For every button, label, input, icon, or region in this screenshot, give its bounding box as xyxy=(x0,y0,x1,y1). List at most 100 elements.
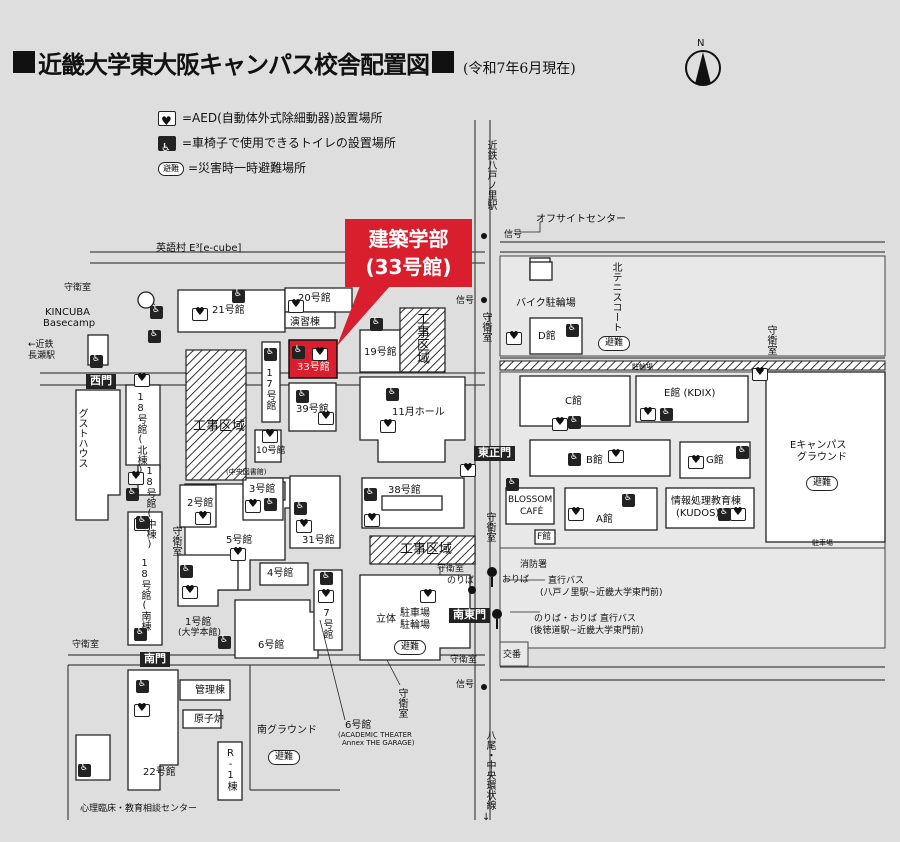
legend-wheelchair-text: =車椅子で使用できるトイレの設置場所 xyxy=(182,136,396,150)
label-cbuild: C館 xyxy=(565,396,582,407)
label-shinri: 心理臨床・教育相談センター xyxy=(80,804,198,814)
label-b6ann: 6号館 xyxy=(345,720,372,731)
label-enshu: 演習棟 xyxy=(290,317,320,328)
aed-icon xyxy=(552,415,568,431)
aed-icon xyxy=(688,453,704,469)
label-b20: 20号館 xyxy=(298,293,331,304)
evac-badge-parking: 避難 xyxy=(394,640,427,655)
aed-icon xyxy=(296,517,312,533)
wheelchair-toilet-icon xyxy=(566,323,579,337)
label-noriba1: のりば xyxy=(447,576,475,586)
wheelchair-toilet-icon xyxy=(218,635,231,649)
label-b19: 19号館 xyxy=(364,347,397,358)
wheelchair-toilet-icon xyxy=(294,501,307,515)
label-tairiku2: 駐車場 xyxy=(400,608,430,619)
wheelchair-toilet-icon xyxy=(180,564,193,578)
south-gate: 南門 xyxy=(140,652,170,667)
label-blossom1: BLOSSOM xyxy=(508,495,553,505)
aed-icon xyxy=(262,427,278,443)
map-title: 近畿大学東大阪キャンパス校舎配置図 xyxy=(38,50,430,79)
aed-icon xyxy=(460,461,476,477)
title-square-left xyxy=(13,51,35,73)
wheelchair-toilet-icon xyxy=(134,627,147,641)
label-kincuba1: KINCUBA xyxy=(45,307,90,318)
label-genshiro: 原子炉 xyxy=(194,714,224,725)
label-b6: 6号館 xyxy=(258,640,285,651)
title-square-right xyxy=(432,51,454,73)
label-b22: 22号館 xyxy=(143,767,176,778)
label-bus2b: (後徳道駅~近畿大学東門前) xyxy=(530,626,644,636)
label-b1: 1号館 xyxy=(185,617,212,628)
label-offsite: オフサイトセンター xyxy=(536,214,626,225)
label-b18n: 18号館(北棟) xyxy=(135,392,146,476)
evac-badge-minami: 避難 xyxy=(268,750,301,765)
wheelchair-toilet-icon xyxy=(126,487,139,501)
wheelchair-toilet-icon xyxy=(296,389,309,403)
north-arrow-icon xyxy=(695,52,711,84)
aed-icon xyxy=(134,701,150,717)
bicycle-parking-strip xyxy=(499,360,886,371)
wheelchair-toilet-icon xyxy=(292,345,305,359)
map-title-bar: 近畿大学東大阪キャンパス校舎配置図 (令和7年6月現在) xyxy=(10,45,576,80)
label-b7: 7号館 xyxy=(321,608,332,639)
wheelchair-toilet-icon xyxy=(386,387,399,401)
leader-lines xyxy=(147,222,545,721)
wheelchair-toilet-icon xyxy=(150,305,163,319)
aed-icon xyxy=(608,447,624,463)
wheelchair-toilet-icon xyxy=(506,477,519,491)
label-signal3: 信号 xyxy=(456,680,475,690)
label-guard8: 守衛室 xyxy=(765,325,776,355)
label-bike: バイク駐輪場 xyxy=(516,298,576,309)
evac-badge-tennis: 避難 xyxy=(598,336,631,351)
label-signal2: 信号 xyxy=(504,230,523,240)
label-guard1: 守衛室 xyxy=(64,283,92,293)
aed-icon xyxy=(245,497,261,513)
legend-evacuation: 避難 =災害時一時避難場所 xyxy=(158,156,396,181)
label-construction3: 工事区域 xyxy=(400,542,453,557)
aed-icon xyxy=(730,505,746,521)
wheelchair-toilet-icon xyxy=(736,445,749,459)
label-construction2: 工事区域 xyxy=(414,312,429,364)
legend-aed: =AED(自動体外式除細動器)設置場所 xyxy=(158,106,396,134)
wheelchair-toilet-icon xyxy=(264,497,277,511)
wheelchair-toilet-icon xyxy=(660,407,673,421)
label-fire: 消防署 xyxy=(520,560,548,570)
label-b1sub: (大学本館) xyxy=(178,628,222,638)
label-oriba1: おりば xyxy=(502,575,530,585)
aed-icon xyxy=(182,583,198,599)
south-east-gate: 南東門 xyxy=(449,608,490,623)
label-guesthouse: グストハウス xyxy=(76,408,87,468)
label-south-arrow: ↓ xyxy=(482,812,491,823)
legend: =AED(自動体外式除細動器)設置場所 =車椅子で使用できるトイレの設置場所 避… xyxy=(158,106,396,181)
label-guard4: 守衛室 xyxy=(72,640,100,650)
wheelchair-toilet-icon xyxy=(136,679,149,693)
callout-pointer xyxy=(337,286,390,346)
label-b17: 17号館 xyxy=(264,368,275,410)
label-bicycle: 駐輪場 xyxy=(632,363,653,371)
label-ecampus1: Eキャンパス xyxy=(790,440,847,451)
label-joho2: (KUDOS) xyxy=(676,508,720,519)
aed-icon xyxy=(568,505,584,521)
aed-icon xyxy=(158,109,176,134)
aed-icon xyxy=(506,329,522,345)
label-guard3: 守衛室 xyxy=(170,526,181,556)
label-b2: 2号館 xyxy=(187,498,214,509)
wheelchair-toilet-icon xyxy=(568,415,581,429)
label-construction1: 工事区域 xyxy=(193,419,246,434)
label-kita-tennis: 北テニスコート xyxy=(610,262,621,332)
e-cube-circle xyxy=(137,291,155,309)
aed-icon xyxy=(288,297,304,313)
label-guard7: 守衛室 xyxy=(396,688,407,718)
label-gbuild: G館 xyxy=(706,455,724,466)
label-koban: 交番 xyxy=(503,650,522,660)
callout-line1: 建築学部 xyxy=(368,227,449,251)
aed-icon xyxy=(192,305,208,321)
wheelchair-toilet-icon xyxy=(622,493,635,507)
label-kintetsu-hachinoe: 近鉄八戸ノ里駅 xyxy=(485,140,496,210)
bus-stops xyxy=(468,567,502,629)
aed-icon xyxy=(195,509,211,525)
label-nagase2: 長瀬駅 xyxy=(28,351,56,361)
aed-icon xyxy=(134,371,150,387)
aed-icon xyxy=(380,417,396,433)
